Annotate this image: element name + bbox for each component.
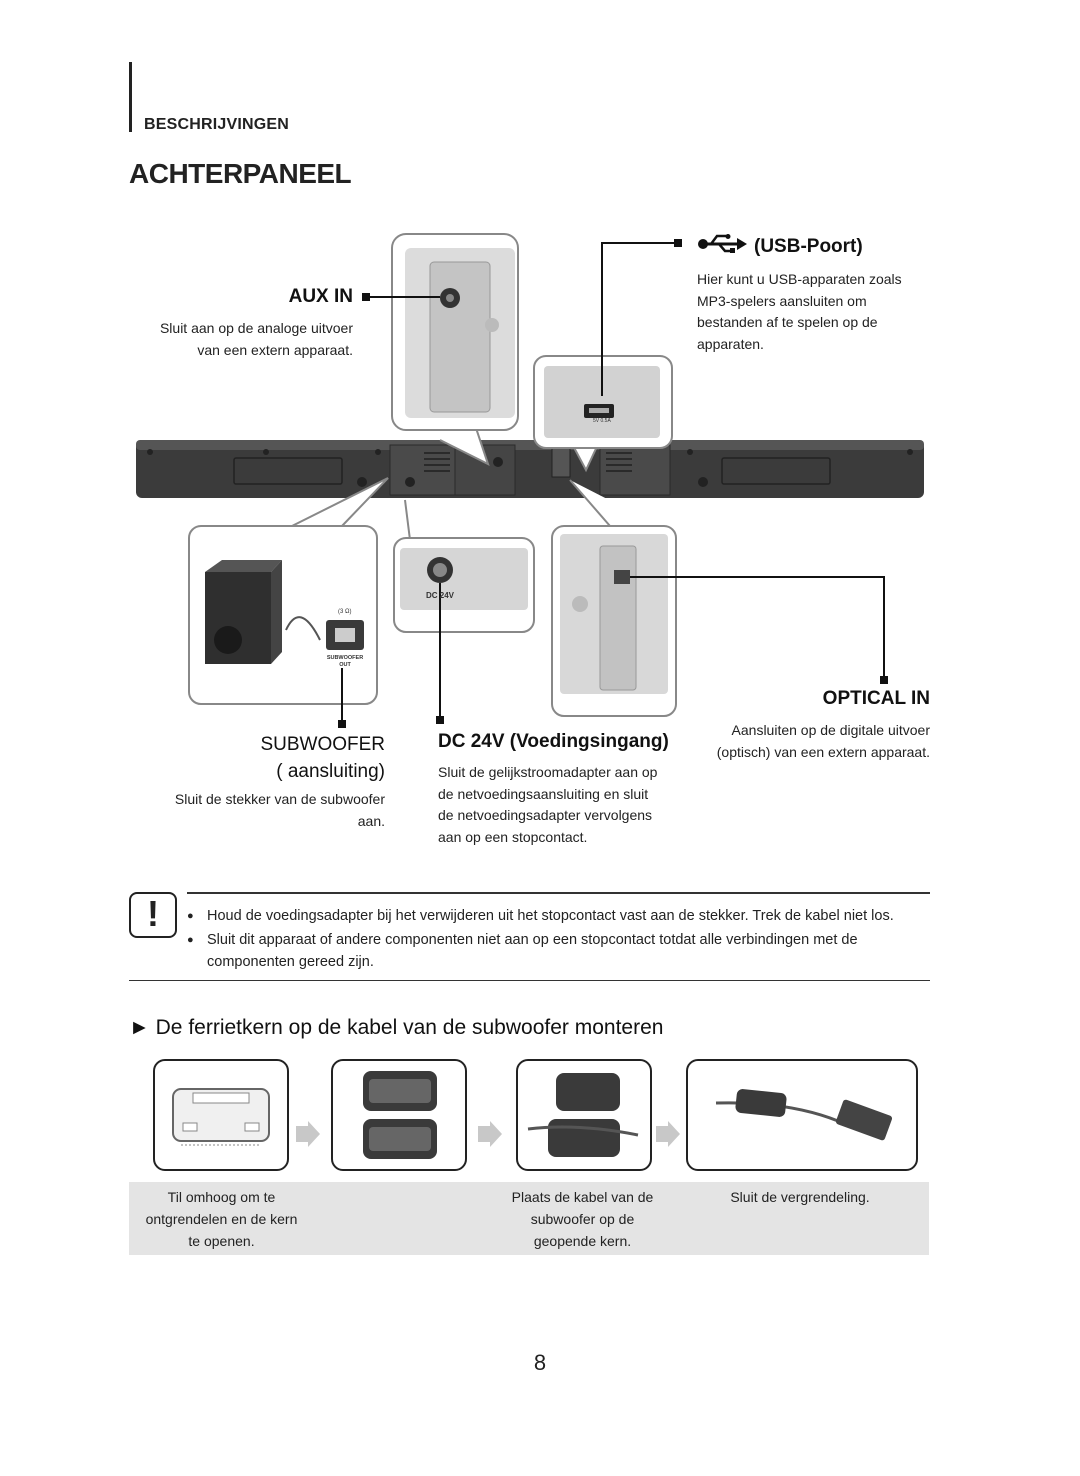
usb-port-description: Hier kunt u USB-apparaten zoals MP3-spel…	[697, 269, 947, 355]
optical-in-description: Aansluiten op de digitale uitvoer (optis…	[680, 720, 930, 763]
bullet-icon: ●	[187, 934, 194, 946]
step-3-caption-line1: Plaats de kabel van de	[511, 1189, 654, 1205]
caution-list: ● Houd de voedingsadapter bij het verwij…	[187, 905, 932, 973]
caution-text-1: Houd de voedingsadapter bij het verwijde…	[207, 908, 894, 924]
step-1-caption-line1: Til omhoog om te	[167, 1189, 276, 1205]
ferrite-caption-bar	[129, 1182, 929, 1255]
triangle-marker-icon: ►	[129, 1016, 150, 1039]
page-number: 8	[533, 1350, 547, 1375]
aux-in-label: AUX IN	[288, 286, 353, 307]
dc-24v-description: Sluit de gelijkstroomadapter aan op de n…	[438, 762, 688, 848]
aux-callout-illustration	[391, 233, 519, 466]
step-1-caption-line2: ontgrendelen en de kern	[145, 1211, 298, 1227]
subwoofer-label: SUBWOOFER ( aansluiting)	[170, 731, 385, 785]
dc-desc-line2: de netvoedingsaansluiting en sluit	[438, 785, 649, 802]
subwoofer-desc-line2: aan.	[357, 812, 385, 829]
optical-desc-line2: (optisch) van een extern apparaat.	[716, 743, 930, 760]
soundbar-illustration	[136, 440, 924, 498]
ferrite-title-text: De ferrietkern op de kabel van de subwoo…	[155, 1016, 664, 1039]
section-bar	[129, 62, 132, 132]
ferrite-step-1-caption: Til omhoog om te ontgrendelen en de kern…	[129, 1186, 314, 1252]
usb-desc-line3: bestanden af te spelen op de	[697, 314, 878, 330]
bullet-icon: ●	[187, 910, 194, 922]
step-4-caption-line1: Sluit de vergrendeling.	[730, 1189, 870, 1205]
ferrite-step-3-image	[516, 1059, 652, 1171]
optical-in-label: OPTICAL IN	[822, 688, 930, 709]
caution-text-2-line1: Sluit dit apparaat of andere componenten…	[207, 932, 858, 948]
step-1-caption-line3: te openen.	[188, 1233, 255, 1249]
usb-callout-illustration	[533, 355, 673, 473]
dc-desc-line3: de netvoedingsadapter vervolgens	[438, 807, 653, 823]
optical-desc-line1: Aansluiten op de digitale uitvoer	[731, 722, 930, 738]
subwoofer-label-line1: SUBWOOFER	[260, 734, 385, 755]
step-arrow-icon	[296, 1121, 320, 1152]
step-3-caption-line2: subwoofer op de	[530, 1211, 635, 1227]
step-3-caption-line3: geopende kern.	[533, 1233, 632, 1249]
ferrite-step-2-image	[331, 1059, 467, 1171]
section-label: BESCHRIJVINGEN	[144, 116, 290, 133]
ferrite-step-3-caption: Plaats de kabel van de subwoofer op de g…	[490, 1186, 675, 1252]
rear-panel-diagram	[136, 233, 924, 728]
dc-desc-line4: aan op een stopcontact.	[438, 828, 588, 845]
subwoofer-label-line2: ( aansluiting)	[276, 761, 385, 782]
aux-desc-line2: van een extern apparaat.	[197, 341, 353, 358]
caution-bottom-rule	[129, 980, 930, 981]
step-arrow-icon	[656, 1121, 680, 1152]
dc-desc-line1: Sluit de gelijkstroomadapter aan op	[438, 764, 658, 780]
caution-icon: !	[129, 892, 177, 938]
caution-top-rule	[187, 892, 930, 894]
usb-desc-line1: Hier kunt u USB-apparaten zoals	[697, 271, 902, 287]
optical-callout-illustration	[551, 479, 677, 717]
subwoofer-callout-illustration	[188, 477, 389, 705]
dc-jack-label: DC 24V	[426, 591, 455, 600]
usb-jack-label: 5V 0.5A	[593, 418, 611, 424]
subwoofer-jack-label-line1: SUBWOOFER	[326, 655, 364, 661]
caution-text-2-line2: componenten gereed zijn.	[207, 954, 374, 970]
subwoofer-jack-label: SUBWOOFER OUT	[318, 655, 372, 669]
usb-port-label: (USB-Poort)	[754, 236, 863, 257]
ferrite-step-4-image	[686, 1059, 918, 1171]
dc-callout-illustration	[393, 499, 535, 633]
usb-desc-line2: MP3-spelers aansluiten om	[697, 292, 867, 309]
caution-item-2: ● Sluit dit apparaat of andere component…	[187, 929, 932, 973]
page-title: ACHTERPANEEL	[129, 158, 352, 189]
dc-24v-label: DC 24V (Voedingsingang)	[438, 731, 669, 752]
usb-desc-line4: apparaten.	[697, 335, 764, 352]
ferrite-section-title: ► De ferrietkern op de kabel van de subw…	[129, 1016, 663, 1040]
usb-icon	[697, 234, 749, 259]
subwoofer-desc-line1: Sluit de stekker van de subwoofer	[174, 791, 385, 807]
caution-item-1: ● Houd de voedingsadapter bij het verwij…	[187, 905, 932, 927]
subwoofer-jack-label-line2: OUT	[339, 662, 351, 668]
aux-desc-line1: Sluit aan op de analoge uitvoer	[159, 320, 353, 336]
ferrite-step-4-caption: Sluit de vergrendeling.	[690, 1186, 910, 1208]
caution-text-2: Sluit dit apparaat of andere componenten…	[207, 929, 858, 973]
ferrite-step-1-image	[153, 1059, 289, 1171]
step-arrow-icon	[478, 1121, 502, 1152]
subwoofer-description: Sluit de stekker van de subwoofer aan.	[130, 789, 385, 832]
subwoofer-ohm-label: (3 Ω)	[338, 609, 352, 615]
aux-in-description: Sluit aan op de analoge uitvoer van een …	[100, 318, 353, 361]
